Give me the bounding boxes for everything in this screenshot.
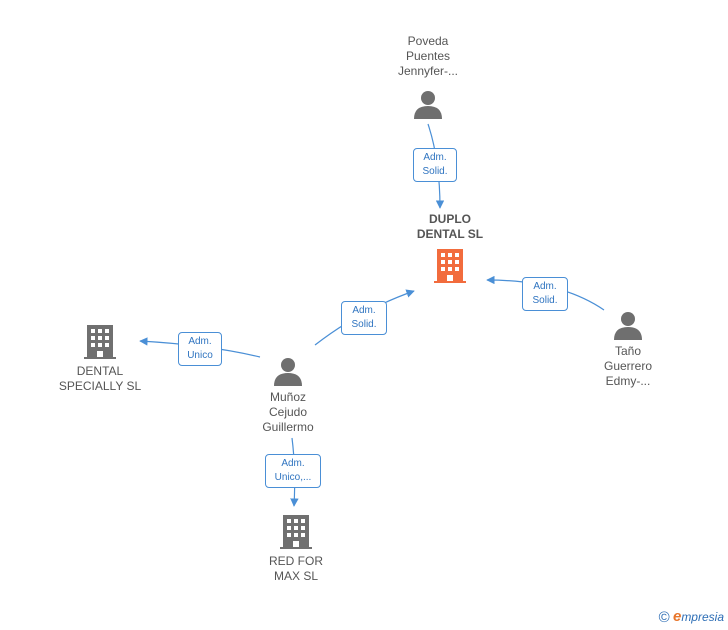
edge-label-munoz-duplo[interactable]: Adm. Solid. — [341, 301, 387, 335]
brand-name: mpresia — [681, 610, 724, 624]
node-dental-specially[interactable]: DENTAL SPECIALLY SL — [48, 324, 152, 394]
copyright-symbol: © — [658, 609, 670, 626]
person-icon — [274, 358, 302, 386]
building-icon — [84, 325, 116, 359]
edge-label-tano-duplo[interactable]: Adm. Solid. — [522, 277, 568, 311]
person-icon — [614, 312, 642, 340]
node-munoz-label: Muñoz Cejudo Guillermo — [262, 390, 314, 434]
node-red-for-max[interactable]: RED FOR MAX SL — [246, 514, 346, 584]
node-dental-specially-label: DENTAL SPECIALLY SL — [58, 364, 142, 393]
edge-label-munoz-redfor[interactable]: Adm. Unico,... — [265, 454, 321, 488]
footer-brand: © empresia — [659, 608, 724, 626]
building-icon — [434, 249, 466, 283]
node-poveda[interactable]: Poveda Puentes Jennyfer-... — [378, 34, 478, 119]
node-tano-label: Taño Guerrero Edmy-... — [603, 344, 653, 388]
person-icon — [414, 91, 442, 119]
node-munoz[interactable]: Muñoz Cejudo Guillermo — [238, 356, 338, 435]
node-red-for-max-label: RED FOR MAX SL — [269, 554, 323, 583]
brand-logo-e: e — [672, 608, 682, 625]
node-poveda-label: Poveda Puentes Jennyfer-... — [397, 34, 459, 78]
node-duplo-dental-label: DUPLO DENTAL SL — [416, 212, 484, 241]
edge-label-poveda-duplo[interactable]: Adm. Solid. — [413, 148, 457, 182]
edge-label-munoz-dental[interactable]: Adm. Unico — [178, 332, 222, 366]
node-tano[interactable]: Taño Guerrero Edmy-... — [578, 310, 678, 389]
building-icon — [280, 515, 312, 549]
node-duplo-dental[interactable]: DUPLO DENTAL SL — [400, 212, 500, 284]
